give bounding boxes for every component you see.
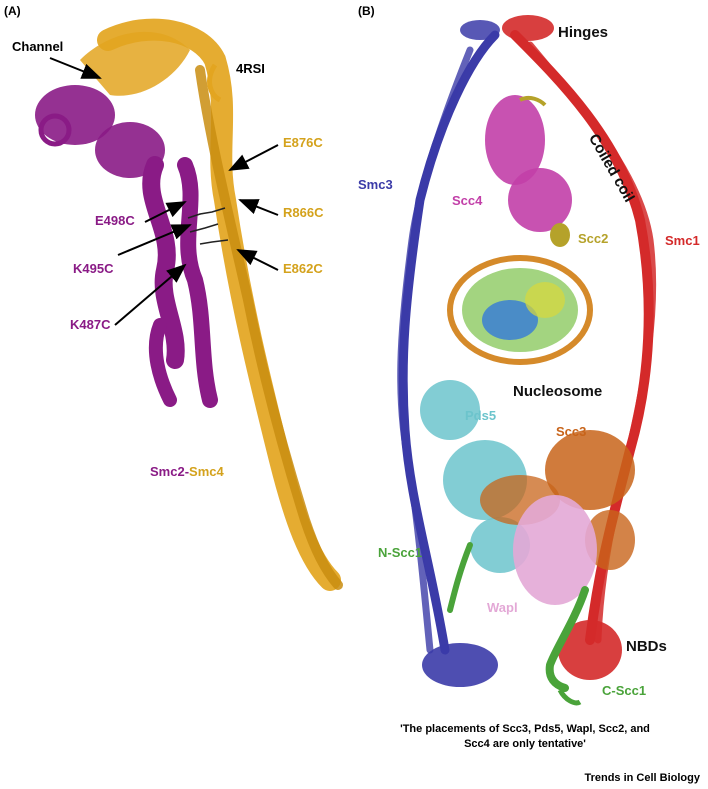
label-pds5: Pds5 [465,408,497,423]
journal-brand: Trends in Cell Biology [584,772,700,784]
panel-a-letter: (A) [4,4,21,18]
scc2-fragment [519,95,570,247]
label-e498c: E498C [95,213,135,228]
label-dash: - [184,464,190,479]
wapl-structure [513,495,597,605]
nucleosome-structure [447,255,593,365]
smc3-coiled-coil [397,20,500,687]
crosslink-sticks [187,207,229,245]
label-hinges: Hinges [558,24,609,41]
label-scc4: Scc4 [452,193,483,208]
smc4-helix [80,18,343,591]
label-nbds: NBDs [626,638,667,655]
label-e862c: E862C [283,261,323,276]
panel-a-arrows [49,57,279,326]
smc2-helix [35,85,218,408]
caption-line-2: Scc4 are only tentative' [464,738,586,750]
label-nucleosome: Nucleosome [513,383,603,400]
label-smc4: Smc4 [189,464,224,479]
label-k495c: K495C [73,261,114,276]
scc4-structure [485,95,572,232]
label-smc1: Smc1 [665,233,700,248]
panel-b-letter: (B) [358,4,375,18]
label-smc2: Smc2 [150,464,185,479]
label-pdb-4rsi: 4RSI [236,61,265,76]
label-scc2: Scc2 [578,231,609,246]
label-scc3: Scc3 [556,424,587,439]
label-c-scc1: C-Scc1 [602,683,647,698]
label-e876c: E876C [283,135,323,150]
label-n-scc1: N-Scc1 [378,545,423,560]
scc1-strands [447,542,589,706]
label-k487c: K487C [70,317,111,332]
label-smc2-smc4: Smc2-Smc4 [150,465,224,479]
caption-line-1: 'The placements of Scc3, Pds5, Wapl, Scc… [400,723,650,735]
label-r866c: R866C [283,205,324,220]
label-channel: Channel [12,39,64,54]
label-smc3: Smc3 [358,177,393,192]
label-wapl: Wapl [487,600,518,615]
figure-caption: 'The placements of Scc3, Pds5, Wapl, Scc… [370,722,680,752]
